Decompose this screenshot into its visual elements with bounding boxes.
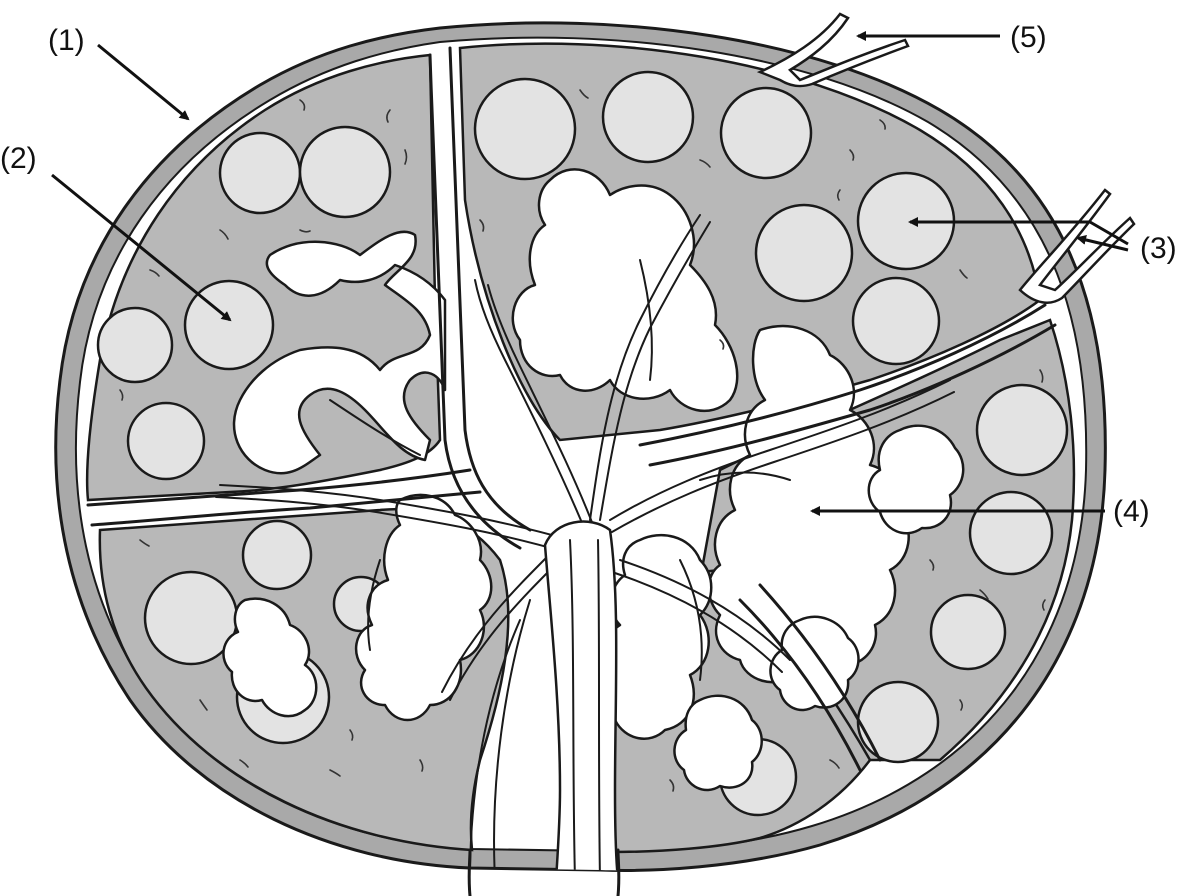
efferent-vessel xyxy=(467,848,621,896)
lymphoid-nodules xyxy=(96,70,1069,817)
hilum-vessel-4 xyxy=(469,619,521,871)
afferent-vessel-top xyxy=(756,12,910,88)
label-4: (4) xyxy=(1113,495,1150,528)
pointer-arrows xyxy=(51,31,1129,516)
hilum-vessel-1 xyxy=(569,539,576,871)
label-3: (3) xyxy=(1140,232,1177,265)
hilum-vessel-3 xyxy=(493,599,531,871)
cortex-flecks xyxy=(119,89,1046,792)
hilum-vessel-2 xyxy=(597,539,601,871)
medullary-cords xyxy=(215,214,955,701)
label-1: (1) xyxy=(48,24,85,57)
label-5: (5) xyxy=(1010,21,1047,54)
label-2: (2) xyxy=(0,142,37,175)
